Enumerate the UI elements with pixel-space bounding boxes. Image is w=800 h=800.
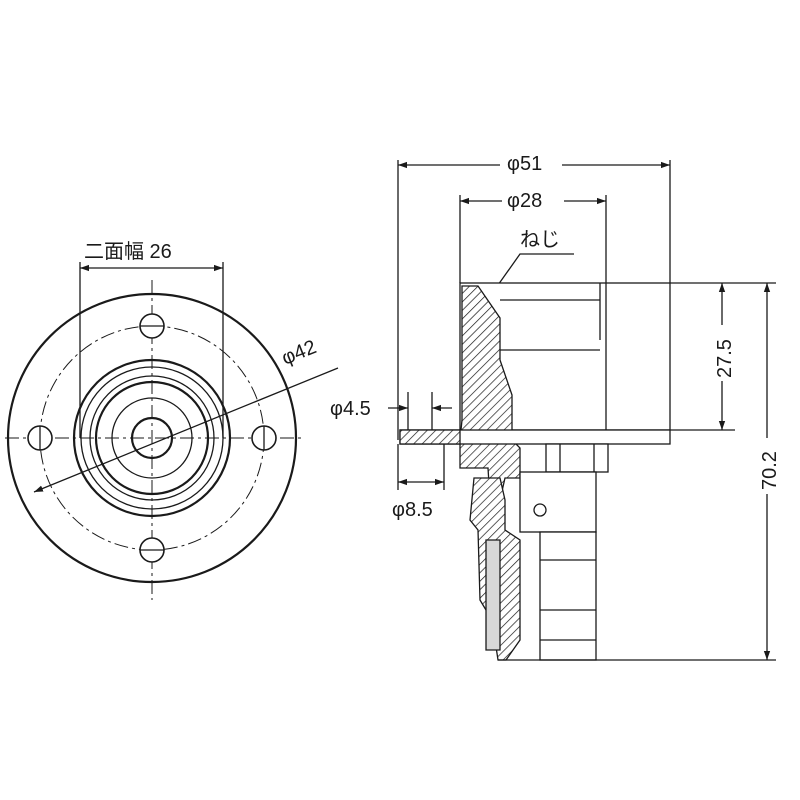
lower-fitting-teeth — [485, 539, 501, 651]
bore-circle — [130, 416, 174, 460]
side-view: φ51 φ28 ねじ — [330, 150, 781, 661]
diameter-42-leader — [33, 367, 339, 493]
flange-thickness-label: φ8.5 — [392, 499, 433, 521]
hole-diameter-label: φ4.5 — [330, 398, 371, 420]
phi28-label-bg — [502, 186, 564, 212]
flange-plate-left-section — [399, 429, 461, 445]
body-ring-5 — [111, 397, 193, 479]
phi51-label-bg — [500, 150, 562, 176]
body-ring-4 — [94, 380, 210, 496]
outer-diameter-label: φ51 — [507, 153, 542, 175]
lower-coupling-nozzle — [539, 531, 597, 661]
dim702-label-bg — [755, 438, 781, 494]
inner-diameter-label: φ28 — [507, 190, 542, 212]
lower-coupling-body — [519, 471, 597, 533]
body-ring-outer — [72, 358, 232, 518]
thread-label: ねじ — [520, 229, 560, 251]
dim275-label-bg — [710, 325, 736, 381]
front-view: 二面幅 26 φ42 — [5, 240, 339, 600]
width-across-flats-label: 二面幅 26 — [84, 240, 172, 263]
body-ring-3 — [89, 375, 215, 501]
body-section-hatch — [459, 285, 521, 501]
coupling-pin — [533, 503, 547, 517]
total-height-label: 70.2 — [759, 451, 781, 490]
hex-nut — [545, 443, 609, 473]
diameter-42-label: φ42 — [279, 336, 320, 370]
upper-height-label: 27.5 — [714, 339, 736, 378]
flange-outer-circle — [6, 292, 298, 584]
